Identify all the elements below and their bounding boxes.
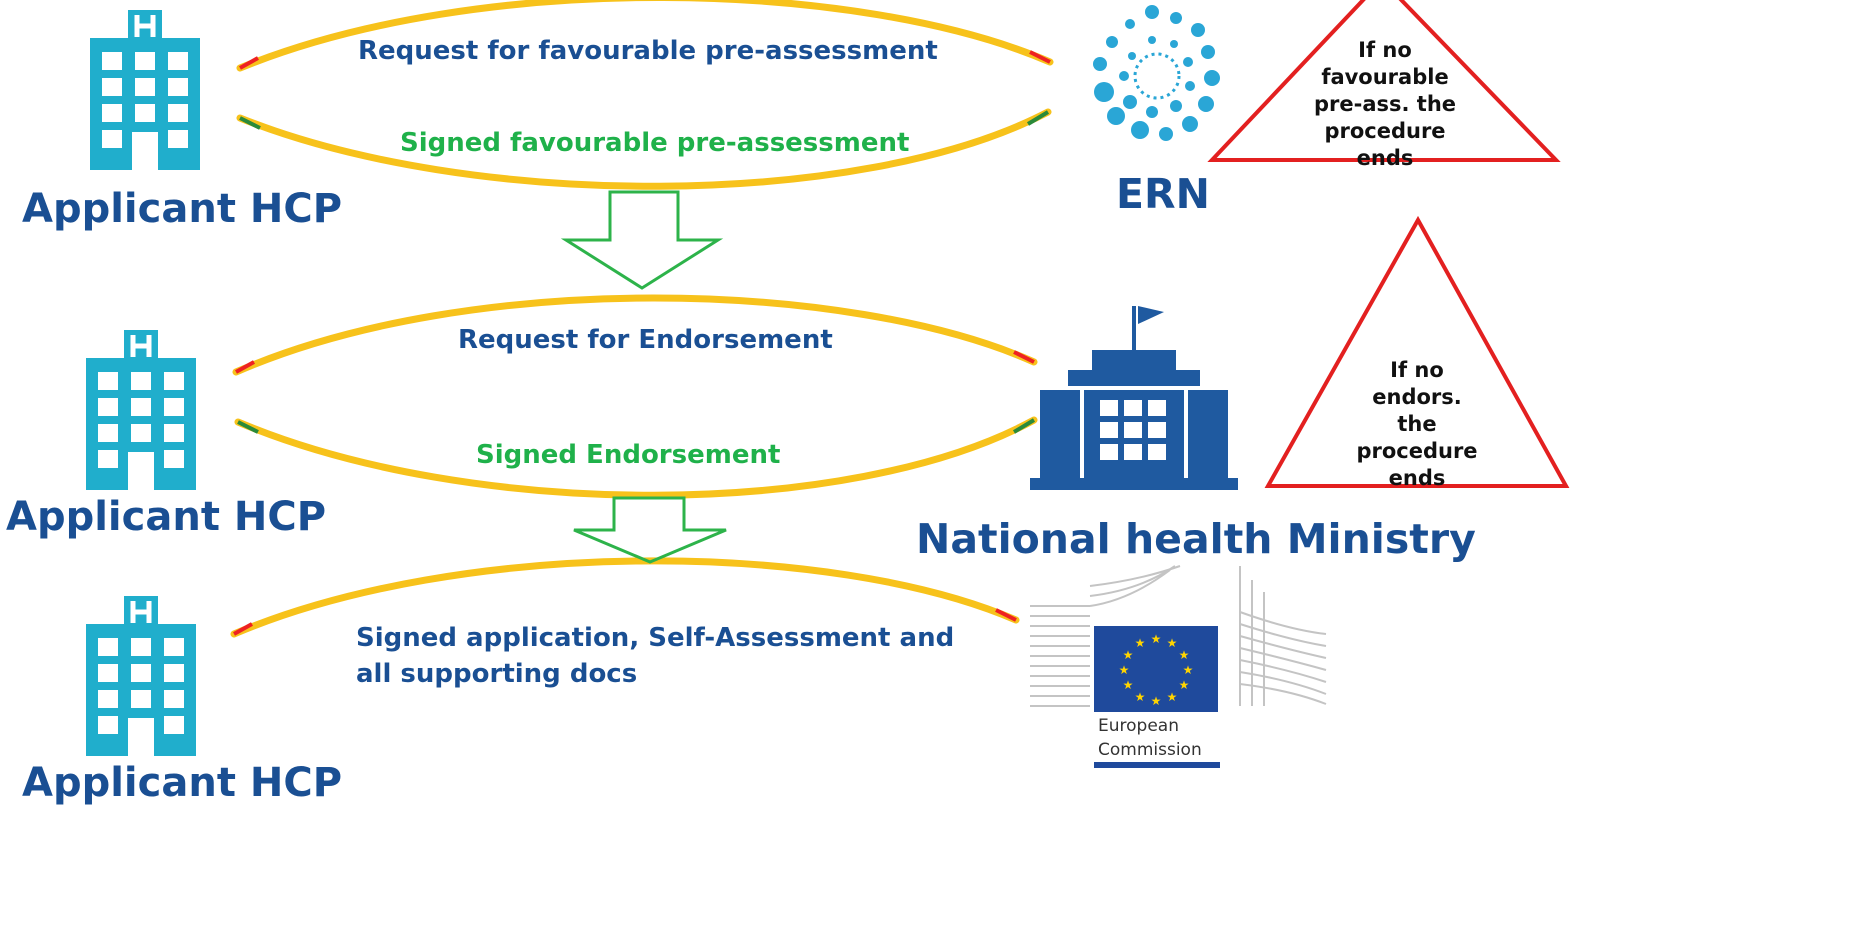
flow-arrow: [573, 496, 727, 564]
applicant-label: Applicant HCP: [22, 186, 343, 232]
ec-logo-line: Commission: [1098, 740, 1202, 760]
response-label: Signed favourable pre-assessment: [400, 128, 910, 158]
ec-logo-text: European Commission: [1098, 714, 1202, 762]
warning-line: procedure: [1324, 119, 1446, 143]
warning-line: ends: [1388, 466, 1446, 490]
hospital-icon: [86, 330, 196, 490]
response-label: Signed Endorsement: [476, 440, 781, 470]
warning-text: If no favourable pre-ass. the procedure …: [1300, 37, 1470, 172]
submission-line: Signed application, Self-Assessment and: [356, 623, 955, 653]
hospital-icon: [90, 10, 200, 170]
svg-text:★: ★: [1179, 678, 1190, 692]
flow-arrow: [560, 190, 724, 290]
warning-triangle: [1264, 215, 1570, 488]
svg-text:★: ★: [1135, 636, 1146, 650]
response-arc: [236, 108, 1052, 190]
svg-text:★: ★: [1151, 632, 1162, 646]
hospital-icon: [86, 596, 196, 756]
ern-logo: [1093, 5, 1220, 141]
request-label: Request for Endorsement: [458, 325, 833, 355]
svg-text:★: ★: [1167, 636, 1178, 650]
submission-line: all supporting docs: [356, 659, 638, 689]
svg-text:★: ★: [1151, 694, 1162, 708]
request-arc: [230, 557, 1020, 638]
warning-line: If no: [1358, 38, 1412, 62]
authority-label: National health Ministry: [916, 515, 1476, 563]
svg-text:★: ★: [1183, 663, 1194, 677]
warning-line: the: [1397, 412, 1437, 436]
warning-line: If no: [1390, 358, 1444, 382]
ministry-building-icon: [1030, 306, 1238, 490]
warning-line: favourable: [1321, 65, 1449, 89]
submission-label: Signed application, Self-Assessment and …: [356, 620, 1076, 692]
svg-text:★: ★: [1119, 663, 1130, 677]
ec-logo-line: European: [1098, 716, 1179, 736]
svg-text:★: ★: [1135, 690, 1146, 704]
response-arc: [234, 416, 1038, 499]
warning-line: procedure: [1356, 439, 1478, 463]
svg-text:★: ★: [1167, 690, 1178, 704]
european-commission-logo: ★ ★ ★ ★ ★ ★ ★ ★ ★ ★ ★ ★: [1030, 565, 1327, 768]
svg-text:★: ★: [1179, 648, 1190, 662]
svg-text:★: ★: [1123, 678, 1134, 692]
applicant-label: Applicant HCP: [22, 760, 343, 806]
svg-text:★: ★: [1123, 648, 1134, 662]
request-arc: [232, 294, 1038, 376]
warning-triangle: [1207, 0, 1561, 162]
request-label: Request for favourable pre-assessment: [358, 36, 938, 66]
warning-text: If no endors. the procedure ends: [1332, 357, 1502, 492]
warning-line: endors.: [1372, 385, 1462, 409]
applicant-label: Applicant HCP: [6, 494, 327, 540]
warning-line: pre-ass. the: [1313, 92, 1457, 116]
authority-label: ERN: [1116, 170, 1210, 218]
warning-line: ends: [1356, 146, 1414, 170]
request-arc: [236, 0, 1054, 72]
